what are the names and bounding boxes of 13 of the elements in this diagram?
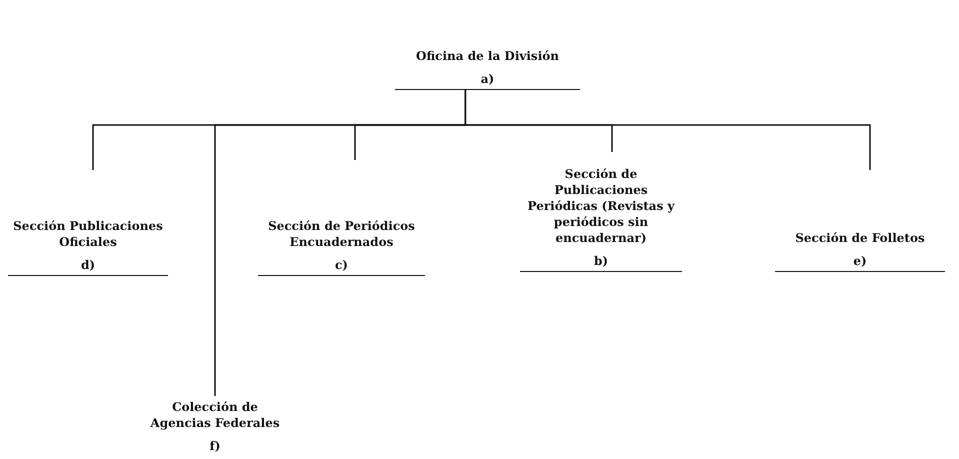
unit-name: Colección de Agencias Federales (149, 399, 281, 431)
unit-letter: c) (335, 258, 348, 272)
unit-name: Sección de Publicaciones Periódicas (Revistas y periódicos sin encuadernar) (526, 166, 676, 246)
unit-letter: f) (210, 439, 220, 453)
unit-letter: b) (594, 254, 608, 268)
unit-name: Sección Publicaciones Oficiales (13, 218, 163, 250)
unit-name: Sección de Periódicos Encuadernados (267, 218, 416, 250)
unit-letter: d) (80, 258, 96, 272)
unit-letter: a) (480, 72, 494, 86)
unit-letter: e) (853, 254, 867, 268)
unit-name: Sección de Folletos (795, 230, 925, 246)
connector-line (464, 90, 871, 170)
unit-name: Oficina de la División (416, 48, 559, 64)
